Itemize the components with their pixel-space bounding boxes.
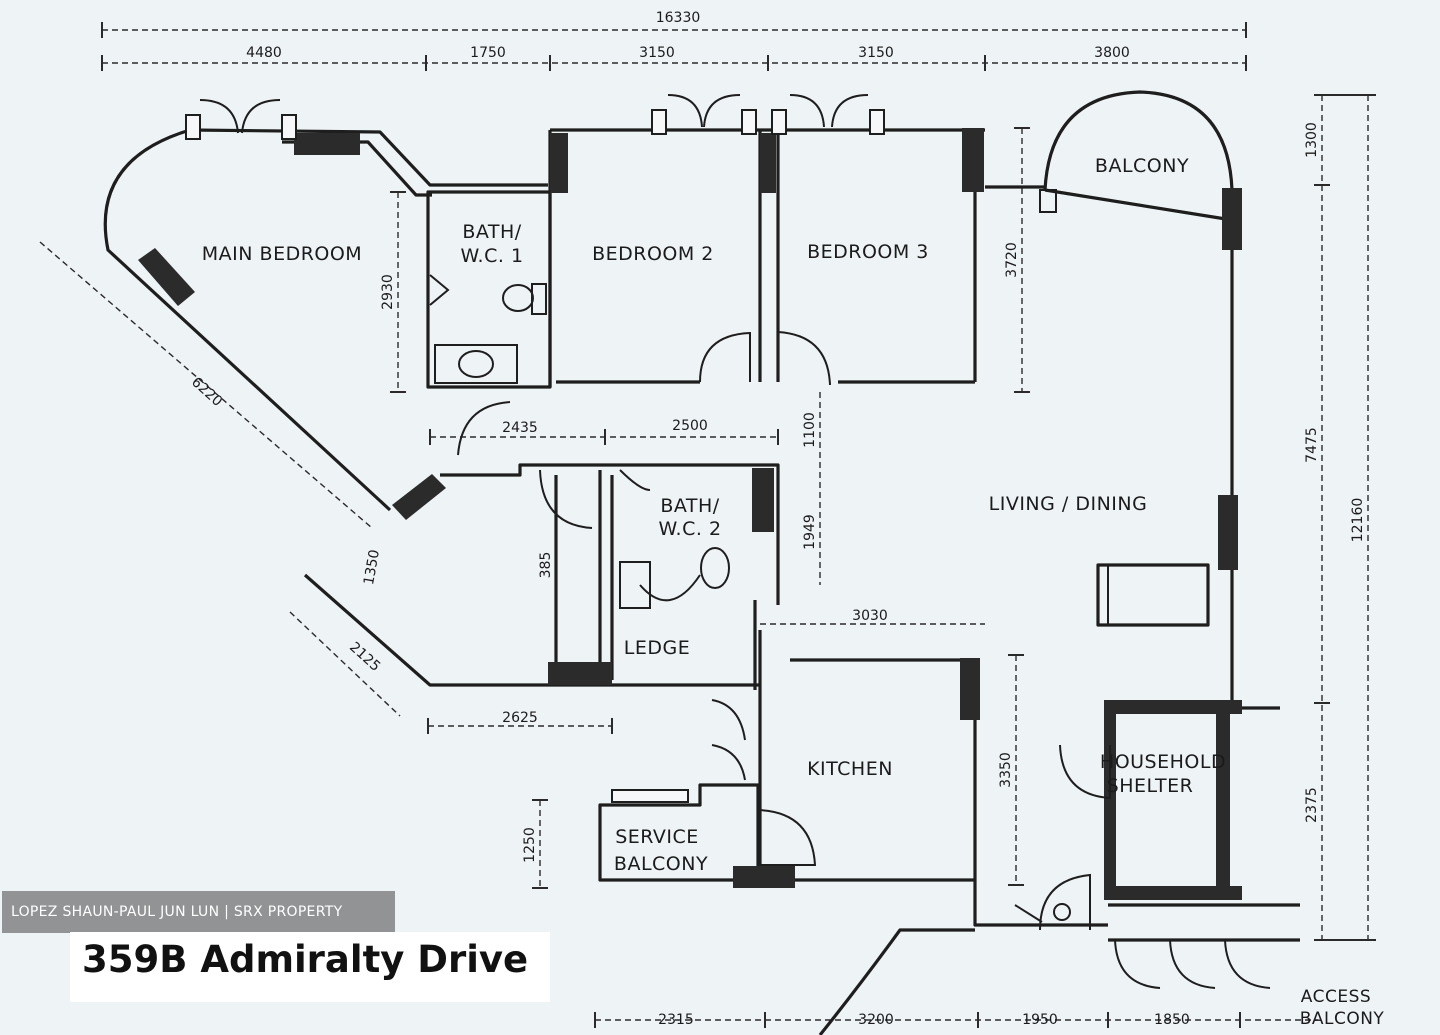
dim-corridor-1: 2435 — [502, 420, 538, 436]
dim-bottom-2: 3200 — [858, 1012, 894, 1028]
dim-top-2: 1750 — [470, 45, 506, 61]
dim-wardrobe-depth: 385 — [538, 552, 554, 579]
fixtures — [429, 189, 1109, 923]
dimension-labels: 16330 4480 1750 3150 3150 3800 1300 7475… — [188, 10, 1366, 1028]
label-balcony: BALCONY — [1095, 155, 1189, 177]
label-bedroom-2: BEDROOM 2 — [592, 243, 714, 265]
dim-right-2: 7475 — [1304, 427, 1320, 463]
dim-top-1: 4480 — [246, 45, 282, 61]
dim-kitchen-height: 3350 — [998, 752, 1014, 788]
dim-right-1: 1300 — [1304, 122, 1320, 158]
dim-bed3-height: 3720 — [1004, 242, 1020, 278]
label-ledge: LEDGE — [624, 637, 690, 659]
label-household-shelter-line2: SHELTER — [1107, 775, 1194, 797]
dim-bath1-height: 2930 — [380, 274, 396, 310]
dim-window-1: 1350 — [361, 548, 383, 586]
dim-corridor-gap: 1100 — [802, 412, 818, 448]
label-household-shelter-line1: HOUSEHOLD — [1100, 751, 1226, 773]
room-labels: MAIN BEDROOM BATH/ W.C. 1 BEDROOM 2 BEDR… — [202, 155, 1385, 1029]
label-bath2-line2: W.C. 2 — [658, 518, 721, 540]
label-bath1-line2: W.C. 1 — [460, 245, 523, 267]
dimension-ticks — [101, 22, 1376, 1028]
label-main-bedroom: MAIN BEDROOM — [202, 243, 362, 265]
dim-bottom-left: 2625 — [502, 710, 538, 726]
label-service-balcony-line2: BALCONY — [614, 853, 708, 875]
doors — [199, 94, 1271, 989]
dimension-lines — [39, 29, 1369, 1021]
dim-overall-width: 16330 — [656, 10, 701, 26]
dim-right-3: 2375 — [1304, 787, 1320, 823]
dim-kitchen-top: 3030 — [852, 608, 888, 624]
dim-bottom-4: 1850 — [1154, 1012, 1190, 1028]
label-kitchen: KITCHEN — [807, 758, 893, 780]
credit-watermark: LOPEZ SHAUN-PAUL JUN LUN | SRX PROPERTY — [2, 891, 395, 933]
label-service-balcony-line1: SERVICE — [615, 826, 699, 848]
dim-bath2-height: 1949 — [802, 514, 818, 550]
property-address: 359B Admiralty Drive — [70, 932, 550, 1002]
label-bath2-line1: BATH/ — [660, 495, 719, 517]
label-access-balcony-line2: BALCONY — [1300, 1009, 1385, 1029]
dim-right-overall: 12160 — [1350, 498, 1366, 543]
dim-bottom-1: 2315 — [658, 1012, 694, 1028]
label-bath1-line1: BATH/ — [462, 221, 521, 243]
windows — [185, 109, 885, 803]
dim-top-4: 3150 — [858, 45, 894, 61]
dim-diagonal: 6220 — [188, 374, 225, 410]
label-living-dining: LIVING / DINING — [989, 493, 1148, 515]
label-bedroom-3: BEDROOM 3 — [807, 241, 929, 263]
dim-service-height: 1250 — [522, 827, 538, 863]
dim-corridor-2: 2500 — [672, 418, 708, 434]
dim-top-3: 3150 — [639, 45, 675, 61]
label-access-balcony-line1: ACCESS — [1301, 987, 1371, 1007]
dim-bottom-3: 1950 — [1022, 1012, 1058, 1028]
dim-top-5: 3800 — [1094, 45, 1130, 61]
thick-walls — [138, 128, 1242, 900]
